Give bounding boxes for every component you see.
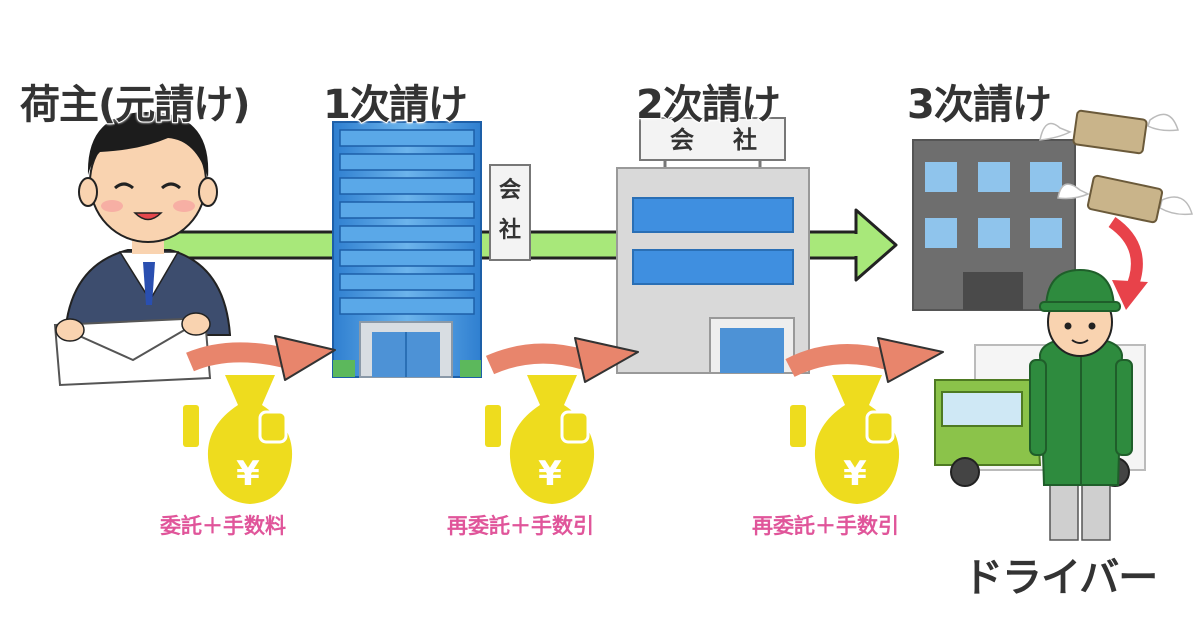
stage-label-tier2: 2次請け: [635, 81, 782, 129]
tier3-building-illustration: [912, 139, 1076, 311]
tier1-sign-char-1: 会: [499, 177, 521, 203]
driver-illustration: [1029, 268, 1133, 541]
window-row: [339, 273, 475, 291]
shipper-person-illustration: [53, 112, 232, 387]
window-row: [339, 297, 475, 315]
stage-label-tier3: 3次請け: [906, 81, 1053, 129]
yen-symbol-1: ¥: [236, 454, 260, 494]
tier2-sign-char-2: 社: [733, 126, 757, 154]
tier1-building-illustration: [332, 121, 531, 378]
money-arrow-2: [485, 337, 639, 383]
money-to-driver-arrow: [1108, 217, 1148, 310]
tier2-building-illustration: [616, 117, 810, 374]
money-bag-3: [790, 375, 900, 504]
fee-label-3: 再委託＋手数引: [752, 514, 899, 538]
stage-label-shipper: 荷主(元請け): [19, 81, 252, 129]
money-bag-2: [485, 375, 595, 504]
fee-label-1: 委託＋手数料: [160, 514, 286, 538]
driver-label: ドライバー: [962, 554, 1159, 602]
tier2-sign-char-1: 会: [670, 126, 694, 154]
yen-symbol-2: ¥: [538, 454, 562, 494]
yen-symbol-3: ¥: [843, 454, 867, 494]
money-arrow-1: [186, 335, 336, 381]
money-arrow-3: [785, 337, 944, 383]
fee-label-2: 再委託＋手数引: [447, 514, 594, 538]
flying-money-illustration: [1039, 109, 1193, 224]
window-row: [339, 129, 475, 147]
window-row: [339, 225, 475, 243]
tier1-sign-char-2: 社: [499, 217, 521, 243]
window-row: [339, 177, 475, 195]
window-row: [339, 201, 475, 219]
stage-label-tier1: 1次請け: [322, 81, 469, 129]
window-row: [339, 249, 475, 267]
money-bag-1: [183, 375, 293, 504]
window-row: [339, 153, 475, 171]
